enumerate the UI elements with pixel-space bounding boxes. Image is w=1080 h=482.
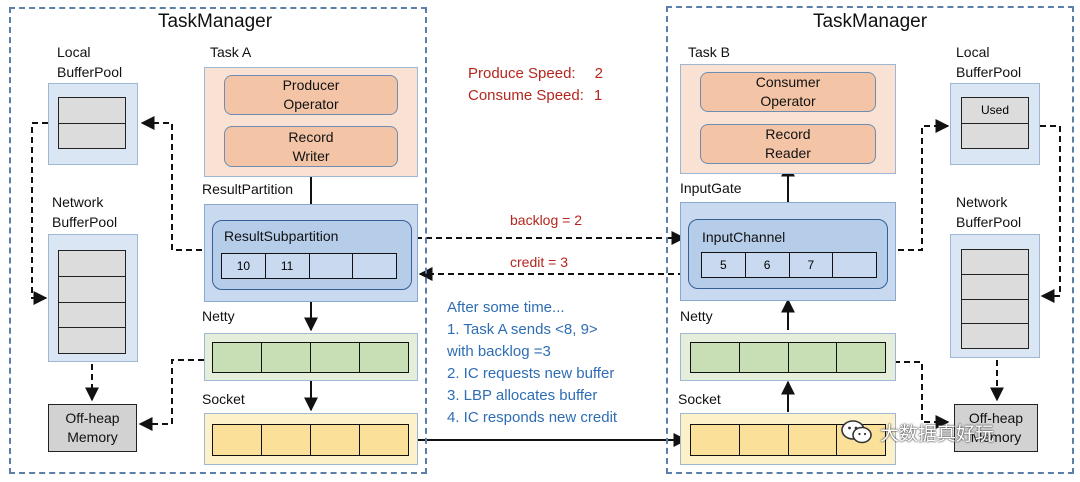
left-netty-label: Netty: [202, 308, 235, 324]
after-some-time-notes: After some time... 1. Task A sends <8, 9…: [447, 297, 617, 429]
buffer-cell: [353, 254, 396, 278]
right-network-bufferpool-slots: [961, 249, 1029, 349]
right-network-bufferpool: [950, 234, 1040, 358]
backlog-label: backlog = 2: [510, 212, 582, 228]
netty-buffer-cell: [691, 343, 740, 372]
used-slot: Used: [962, 98, 1028, 124]
channel-buffer-cell: 5: [702, 253, 746, 277]
channel-buffer-cell: 6: [746, 253, 790, 277]
watermark-text: 大数据真好玩: [880, 422, 995, 445]
task-a-label: Task A: [210, 44, 252, 60]
note-item: 2. IC requests new buffer: [447, 365, 615, 382]
left-network-bufferpool-label: Network BufferPool: [52, 194, 118, 230]
channel-buffer-cell: 7: [790, 253, 834, 277]
right-local-bufferpool-label: Local BufferPool: [956, 44, 1022, 80]
result-subpartition-buffers: 10 11: [221, 253, 397, 279]
buffer-cell: 10: [222, 254, 266, 278]
netty-buffer-cell: [837, 343, 885, 372]
socket-buffer-cell: [262, 425, 311, 455]
notes-heading: After some time...: [447, 299, 565, 316]
netty-buffer-cell: [740, 343, 789, 372]
result-partition-label: ResultPartition: [202, 181, 294, 197]
left-network-bufferpool-slots: [58, 250, 126, 354]
input-gate-label: InputGate: [680, 180, 742, 196]
consume-speed-label: Consume Speed:: [468, 87, 584, 104]
right-netty-label: Netty: [680, 308, 713, 324]
left-local-bufferpool-slots: [58, 97, 126, 149]
left-netty-buffers: [212, 342, 409, 373]
netty-buffer-cell: [262, 343, 311, 372]
produce-speed-label: Produce Speed:: [468, 65, 576, 82]
task-b-label: Task B: [688, 44, 731, 60]
buffer-cell: 11: [266, 254, 310, 278]
right-network-bufferpool-label: Network BufferPool: [956, 194, 1022, 230]
credit-label: credit = 3: [510, 254, 568, 270]
right-taskmanager-frame: [666, 6, 1074, 474]
right-netty-buffers: [690, 342, 886, 373]
consume-speed-value: 1: [593, 87, 603, 104]
wechat-watermark: 大数据真好玩: [840, 418, 994, 446]
produce-speed-value: 2: [594, 65, 603, 82]
note-item: with backlog =3: [447, 343, 551, 360]
channel-buffer-cell: [833, 253, 876, 277]
netty-buffer-cell: [360, 343, 408, 372]
left-offheap-memory: Off-heap Memory: [48, 404, 137, 452]
left-local-bufferpool-label: Local BufferPool: [57, 44, 123, 80]
record-writer: Record Writer: [224, 126, 398, 167]
note-item: 1. Task A sends <8, 9>: [447, 321, 598, 338]
left-local-bufferpool: [48, 83, 138, 165]
left-network-bufferpool: [48, 234, 138, 362]
result-subpartition-label: ResultSubpartition: [224, 228, 339, 244]
right-taskmanager-title: TaskManager: [812, 11, 928, 32]
right-local-bufferpool-slots: Used: [961, 97, 1029, 149]
left-taskmanager-frame: [9, 7, 427, 474]
socket-buffer-cell: [311, 425, 360, 455]
socket-buffer-cell: [740, 425, 789, 455]
input-channel-label: InputChannel: [702, 229, 786, 245]
left-taskmanager-title: TaskManager: [157, 11, 273, 32]
note-item: 4. IC responds new credit: [447, 409, 618, 426]
right-socket-label: Socket: [678, 391, 721, 407]
socket-buffer-cell: [789, 425, 838, 455]
wechat-icon: [841, 420, 872, 444]
producer-operator: Producer Operator: [224, 75, 398, 115]
note-item: 3. LBP allocates buffer: [447, 387, 598, 404]
netty-buffer-cell: [789, 343, 838, 372]
left-socket-label: Socket: [202, 391, 245, 407]
speed-info: Produce Speed: 2 Consume Speed: 1: [468, 63, 603, 107]
record-reader: Record Reader: [700, 124, 876, 164]
right-local-bufferpool: Used: [950, 83, 1040, 165]
socket-buffer-cell: [360, 425, 408, 455]
right-offheap-memory: Off-heap Memory: [954, 404, 1038, 452]
netty-buffer-cell: [311, 343, 360, 372]
buffer-cell: [310, 254, 354, 278]
consumer-operator: Consumer Operator: [700, 72, 876, 112]
netty-buffer-cell: [213, 343, 262, 372]
socket-buffer-cell: [213, 425, 262, 455]
socket-buffer-cell: [691, 425, 740, 455]
left-socket-buffers: [212, 424, 409, 456]
input-channel-buffers: 5 6 7: [701, 252, 877, 278]
